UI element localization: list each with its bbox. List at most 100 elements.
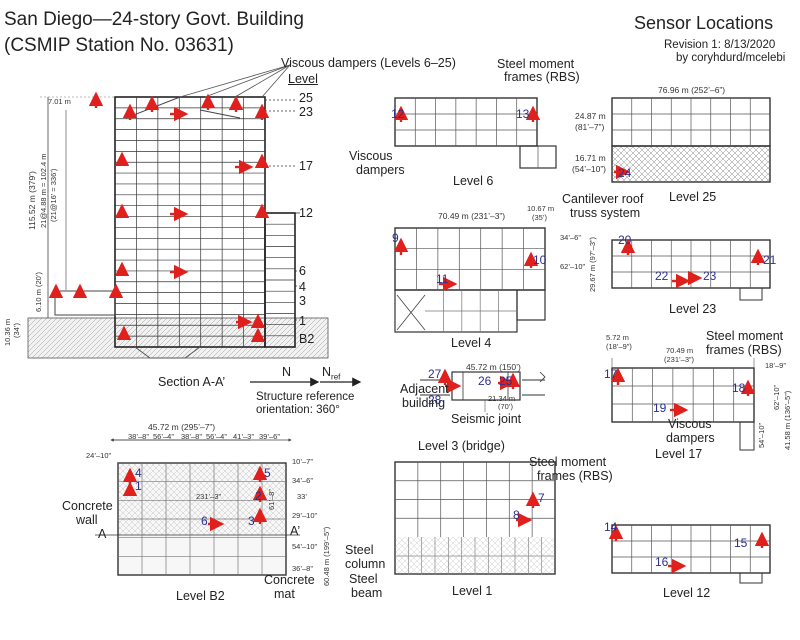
level-b2-label: B2 bbox=[299, 332, 315, 346]
level25-grid bbox=[612, 98, 770, 146]
sensor-arrows bbox=[48, 91, 770, 574]
level6-grid bbox=[395, 98, 539, 168]
level23-grid bbox=[612, 240, 770, 288]
l4-dim-h2: 62’–10” bbox=[560, 262, 586, 271]
l6-dampers-2: dampers bbox=[356, 163, 405, 177]
level-12-label: 12 bbox=[299, 206, 313, 220]
l12-caption: Level 12 bbox=[663, 586, 711, 600]
b2-section-a: A bbox=[98, 527, 107, 541]
page-title: San Diego—24-story Govt. Building bbox=[4, 9, 304, 30]
l4-caption: Level 4 bbox=[451, 336, 492, 350]
level-4-label: 4 bbox=[299, 280, 306, 294]
sensor-28: 28 bbox=[428, 393, 442, 407]
b2-concrete-mat-2: mat bbox=[274, 587, 295, 601]
b2-dim-w: 45.72 m (295’–7”) bbox=[148, 422, 216, 432]
dim-stories: 21@4.88 m = 102.4 m bbox=[39, 153, 48, 228]
l25-dim-t2: (54’–10”) bbox=[572, 164, 607, 174]
sensor-18: 18 bbox=[732, 381, 746, 395]
l25-caption: Level 25 bbox=[669, 190, 717, 204]
l25-dim-h2: (81’–7”) bbox=[575, 122, 605, 132]
sensor-20: 20 bbox=[618, 233, 632, 247]
b2-right-5: 54’–10” bbox=[292, 542, 318, 551]
b2-right-3: 33’ bbox=[297, 492, 308, 501]
l17-caption: Level 17 bbox=[655, 447, 703, 461]
north-label: N bbox=[282, 365, 292, 379]
l4-dim-w2a: 10.67 m bbox=[527, 204, 555, 213]
dim-total: 115.52 m (379’) bbox=[27, 171, 37, 230]
l1-beam-1: Steel bbox=[349, 572, 378, 586]
podium-left bbox=[54, 290, 116, 316]
l17-dampers-1: Viscous bbox=[668, 417, 712, 431]
b2-right-6: 36’–8” bbox=[292, 564, 313, 573]
b2-dim-left: 24’–10” bbox=[86, 451, 112, 460]
l6-moment-frames-2: frames (RBS) bbox=[504, 70, 580, 84]
tower-grid bbox=[115, 97, 295, 347]
sensor-4: 4 bbox=[135, 466, 142, 480]
sensor-21: 21 bbox=[763, 253, 777, 267]
sensor-11: 11 bbox=[436, 272, 449, 286]
level4-plan bbox=[394, 227, 546, 333]
l25-dim-h1: 24.87 m bbox=[575, 111, 606, 121]
level-heading: Level bbox=[288, 72, 318, 86]
level-17-label: 17 bbox=[299, 159, 313, 173]
dim-base-ft: (34’) bbox=[12, 322, 21, 338]
l6-moment-frames-1: Steel moment bbox=[497, 57, 575, 71]
b2-bay-5: 41’–3” bbox=[233, 432, 254, 441]
dim-base: 10.36 m bbox=[3, 318, 12, 346]
sensor-15: 15 bbox=[734, 536, 748, 550]
l4-dim-w: 70.49 m (231’–3”) bbox=[438, 211, 506, 221]
b2-section-a2: A’ bbox=[290, 524, 301, 538]
b2-dim-h: 60.48 m (199’–5”) bbox=[322, 526, 331, 586]
b2-concrete-wall-1: Concrete bbox=[62, 499, 113, 513]
l3-joint: Seismic joint bbox=[451, 412, 522, 426]
sensor-8: 8 bbox=[513, 508, 520, 522]
sensor-6: 6 bbox=[201, 514, 208, 528]
l6-dampers-1: Viscous bbox=[349, 149, 393, 163]
l4-dim-w2b: (35’) bbox=[532, 213, 548, 222]
b2-right-2: 34’–6” bbox=[292, 476, 313, 485]
sensor-10: 10 bbox=[533, 253, 547, 267]
sensor-22: 22 bbox=[655, 269, 669, 283]
levelB2-grid bbox=[118, 463, 286, 575]
revision-text: Revision 1: 8/13/2020 bbox=[664, 39, 776, 51]
orientation-text-1: Structure reference bbox=[256, 391, 355, 403]
b2-right-1: 10’–7” bbox=[292, 457, 313, 466]
author-text: by coryhdurd/mcelebi bbox=[676, 52, 786, 64]
l1-column-2: column bbox=[345, 557, 386, 571]
l3-adjacent-2: building bbox=[402, 396, 446, 410]
sensor-13: 13 bbox=[516, 107, 530, 121]
sensor-19: 19 bbox=[653, 401, 667, 415]
b2-dim-mid: 231’–3” bbox=[196, 492, 222, 501]
level1-grid bbox=[395, 462, 555, 575]
dampers-label: Viscous dampers (Levels 6–25) bbox=[281, 56, 456, 70]
sensor-12: 12 bbox=[391, 107, 405, 121]
l25-dim-t1: 16.71 m bbox=[575, 153, 606, 163]
dim-lower: 6.10 m (20’) bbox=[34, 271, 43, 312]
b2-caption: Level B2 bbox=[176, 589, 225, 603]
level17-plan bbox=[611, 358, 755, 451]
l17-dim-w2: (231’–3”) bbox=[664, 355, 695, 364]
b2-dim-inner: 61’–8” bbox=[267, 489, 276, 510]
sensor-16: 16 bbox=[655, 555, 669, 569]
dim-top: 7.01 m bbox=[48, 97, 71, 106]
level-23-label: 23 bbox=[299, 105, 313, 119]
l1-moment-frames-1: Steel moment bbox=[529, 455, 607, 469]
l1-moment-frames-2: frames (RBS) bbox=[537, 469, 613, 483]
b2-bay-6: 39’–6” bbox=[259, 432, 280, 441]
sensor-14: 14 bbox=[604, 520, 618, 534]
sensor-7: 7 bbox=[538, 491, 545, 505]
l25-truss-2: truss system bbox=[570, 206, 641, 220]
level-6-label: 6 bbox=[299, 264, 306, 278]
north-ref-label: Nref bbox=[322, 365, 341, 382]
ground-hatch bbox=[27, 317, 329, 359]
l3-dim-w: 45.72 m (150’) bbox=[466, 362, 521, 372]
l3-adjacent-1: Adjacent bbox=[400, 382, 449, 396]
sensor-26: 26 bbox=[478, 374, 492, 388]
sensor-5: 5 bbox=[264, 466, 271, 480]
l3-caption: Level 3 (bridge) bbox=[418, 439, 505, 453]
l4-dim-h3: 29.67 m (97’–3”) bbox=[588, 236, 597, 292]
sensor-25: 25 bbox=[499, 374, 513, 388]
b2-concrete-wall-2: wall bbox=[76, 513, 98, 527]
sensor-27: 27 bbox=[428, 367, 442, 381]
l17-dim-r2: 62’–10” bbox=[772, 384, 781, 410]
